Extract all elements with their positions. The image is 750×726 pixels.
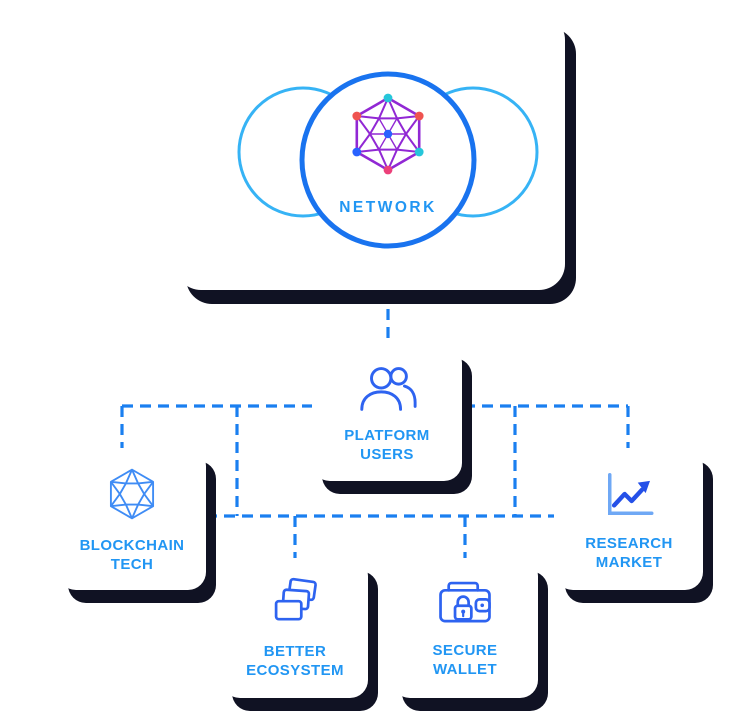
node-label-line1: SECURE	[432, 641, 498, 659]
node-label-line2: WALLET	[432, 660, 498, 678]
node-label-better-ecosystem: BETTER ECOSYSTEM	[246, 643, 344, 681]
wallet-lock-icon	[436, 577, 494, 629]
node-card-blockchain-tech: BLOCKCHAIN TECH	[58, 448, 206, 590]
node-card-secure-wallet: SECURE WALLET	[392, 558, 538, 698]
node-label-line2: TECH	[110, 555, 154, 573]
node-label-line2: MARKET	[595, 553, 663, 571]
node-label-line1: BLOCKCHAIN	[79, 536, 185, 554]
growth-chart-icon	[601, 466, 657, 522]
network-hexagon-icon	[352, 93, 424, 175]
node-label-line1: RESEARCH	[585, 534, 673, 552]
node-card-research-market: RESEARCH MARKET	[555, 448, 703, 590]
node-label-research-market: RESEARCH MARKET	[585, 535, 672, 573]
node-label-line1: BETTER	[263, 642, 327, 660]
node-label-line2: ECOSYSTEM	[246, 661, 344, 679]
network-card: NETWORK	[175, 14, 565, 290]
node-card-platform-users: PLATFORM USERS	[312, 345, 462, 481]
blockchain-cube-icon	[102, 464, 162, 524]
network-ring	[299, 71, 477, 249]
network-label: NETWORK	[339, 199, 437, 216]
layers-icon	[268, 576, 322, 630]
node-label-secure-wallet: SECURE WALLET	[433, 642, 498, 680]
node-card-better-ecosystem: BETTER ECOSYSTEM	[222, 558, 368, 698]
node-label-line1: PLATFORM	[344, 426, 430, 444]
node-label-blockchain-tech: BLOCKCHAIN TECH	[80, 537, 185, 575]
node-label-platform-users: PLATFORM USERS	[344, 427, 429, 465]
node-label-line2: USERS	[360, 445, 414, 463]
users-icon	[355, 362, 419, 414]
